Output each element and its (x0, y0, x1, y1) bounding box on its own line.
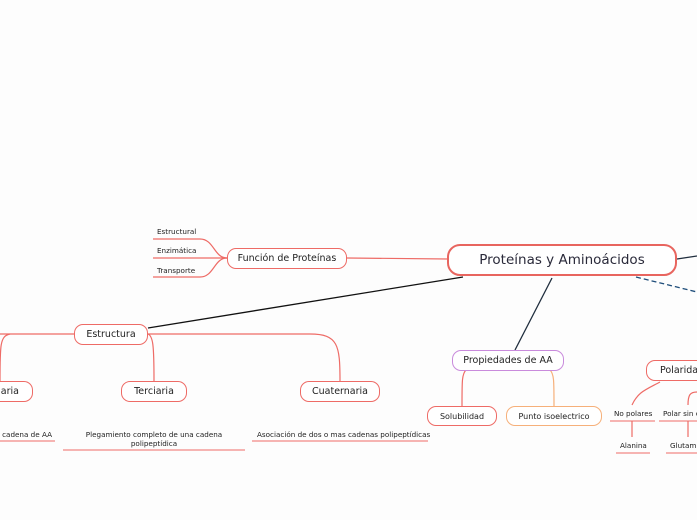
cuaternaria-label: Cuaternaria (312, 386, 368, 397)
propiedades-node[interactable]: Propiedades de AA (452, 350, 564, 371)
central-topic-label: Proteínas y Aminoácidos (479, 252, 645, 268)
central-topic-node[interactable]: Proteínas y Aminoácidos (447, 244, 677, 276)
link-central-estructura (147, 276, 464, 329)
link-funcion-estructural (153, 238, 228, 259)
polaridad-node[interactable]: Polaridad (646, 360, 697, 381)
terciaria-desc[interactable]: Plegamiento completo de una cadena polip… (85, 430, 223, 448)
link-propiedades-solubilidad (461, 369, 467, 407)
no-polares-label[interactable]: No polares (614, 409, 653, 418)
alanina-label[interactable]: Alanina (620, 441, 647, 450)
secundaria-desc[interactable]: una cadena de AA (0, 430, 52, 439)
link-polaridad-nopolares (631, 381, 661, 406)
polaridad-label: Polaridad (660, 365, 697, 376)
secundaria-label: Secundaria (0, 386, 19, 397)
funcion-item-transporte[interactable]: Transporte (157, 266, 196, 275)
terciaria-node[interactable]: Terciaria (121, 381, 187, 402)
link-estructura-terciaria (147, 333, 155, 382)
estructura-label: Estructura (86, 329, 136, 340)
terciaria-label: Terciaria (134, 386, 174, 397)
link-funcion-transporte (153, 257, 228, 278)
propiedades-label: Propiedades de AA (463, 355, 553, 366)
polar-sin-carga-label[interactable]: Polar sin carga (663, 409, 697, 418)
link-polaridad-polar (687, 391, 697, 406)
link-estructura-cuaternaria (148, 333, 341, 382)
solubilidad-node[interactable]: Solubilidad (427, 406, 497, 426)
punto-isoelectrico-label: Punto isoelectrico (518, 411, 590, 421)
funcion-node[interactable]: Función de Proteínas (227, 248, 347, 269)
glutamina-label[interactable]: Glutamina (670, 441, 697, 450)
funcion-label: Función de Proteínas (237, 253, 337, 264)
cuaternaria-desc[interactable]: Asociación de dos o mas cadenas polipept… (257, 430, 431, 439)
link-central-polaridad-dashed (635, 276, 697, 293)
link-central-right (676, 255, 697, 260)
secundaria-node[interactable]: Secundaria (0, 381, 33, 402)
solubilidad-label: Solubilidad (439, 411, 485, 421)
estructura-node[interactable]: Estructura (74, 324, 148, 345)
punto-isoelectrico-node[interactable]: Punto isoelectrico (506, 406, 602, 426)
cuaternaria-node[interactable]: Cuaternaria (300, 381, 380, 402)
link-central-propiedades (514, 277, 553, 351)
link-central-funcion (346, 257, 449, 260)
link-propiedades-punto (549, 369, 555, 407)
funcion-item-enzimatica[interactable]: Enzimática (157, 246, 197, 255)
link-estructura-secundaria (0, 333, 11, 382)
funcion-item-estructural[interactable]: Estructural (157, 227, 197, 236)
